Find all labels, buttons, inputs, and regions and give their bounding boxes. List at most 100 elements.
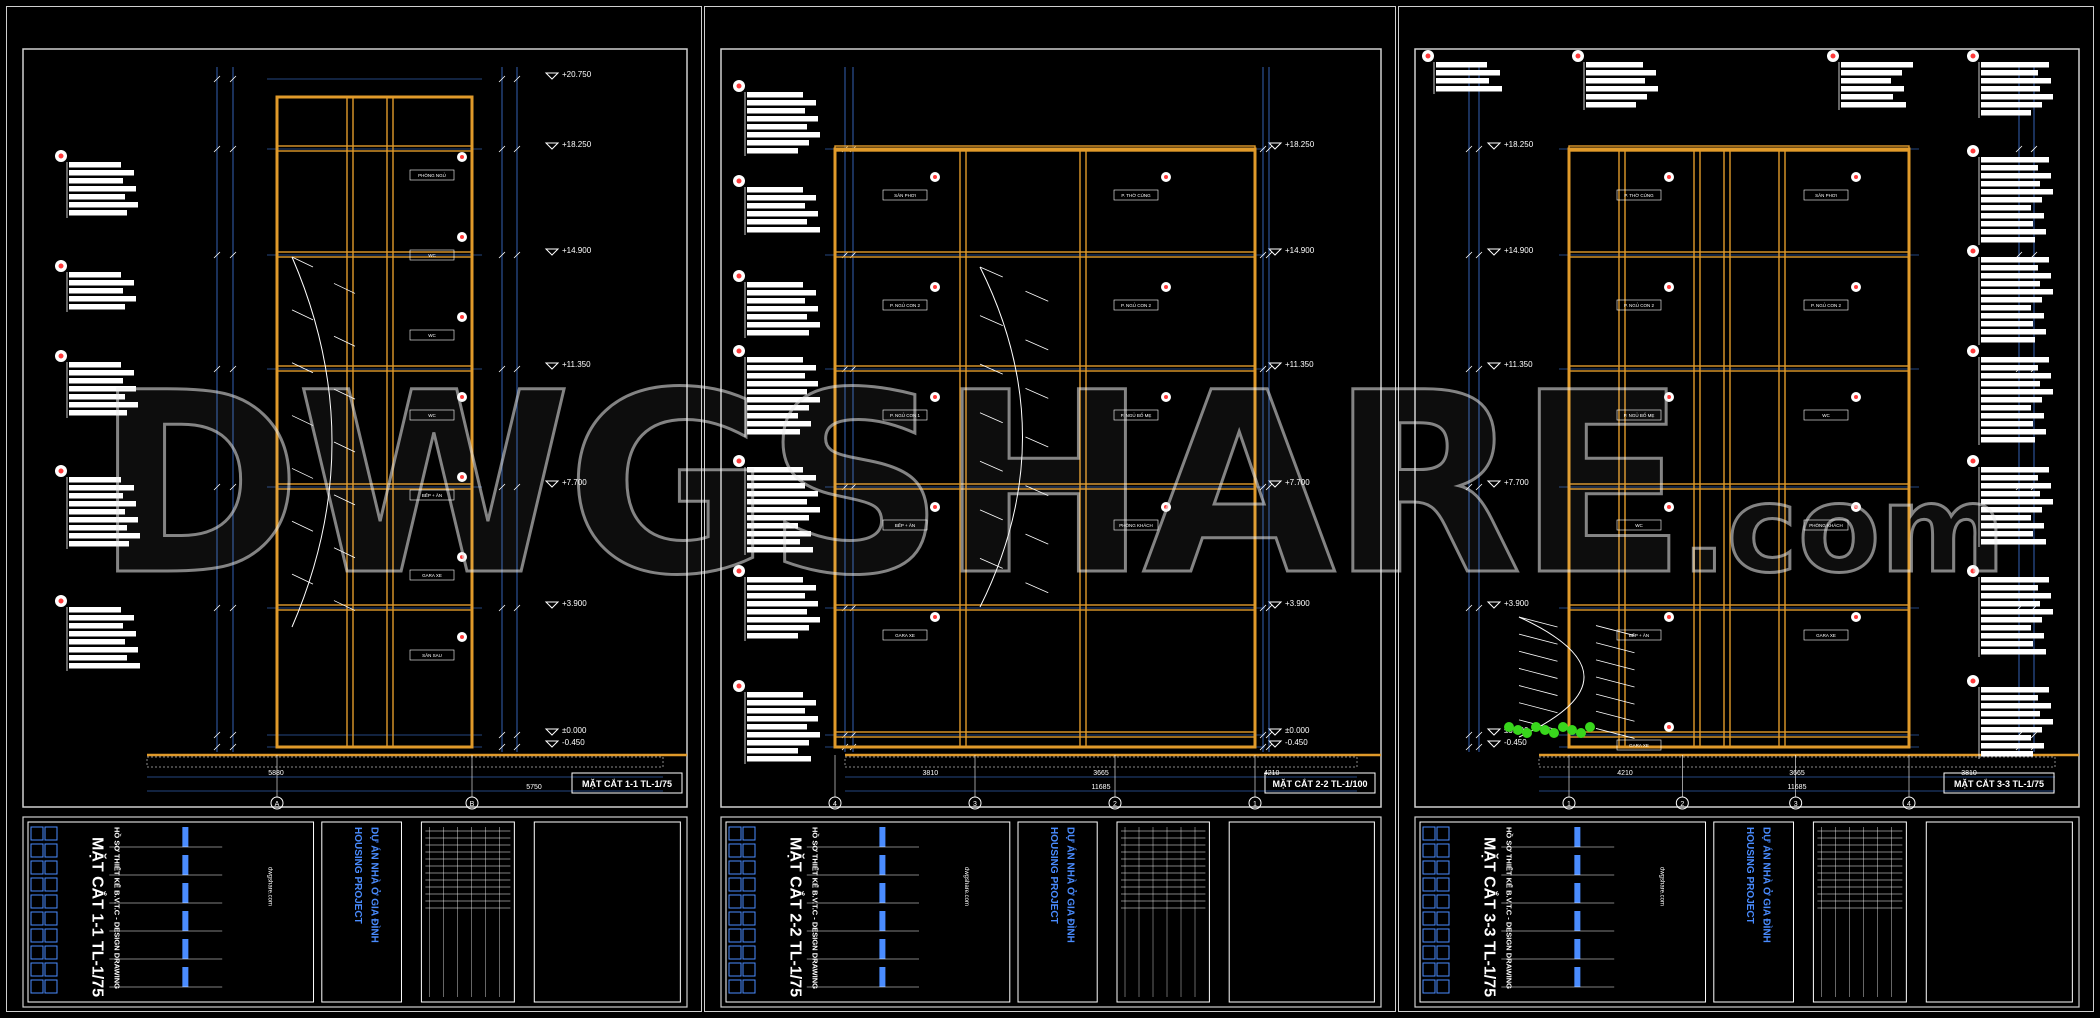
room-label: SÂN PHƠI	[894, 192, 916, 198]
note-marker-dot-icon	[1425, 53, 1431, 59]
room-tag-box	[1616, 409, 1662, 421]
note-line	[69, 386, 136, 392]
note-line	[69, 210, 127, 216]
note-line	[1981, 281, 2040, 287]
note-line	[1981, 507, 2042, 513]
note-line	[1981, 381, 2040, 387]
revision-cell	[44, 843, 58, 858]
revision-cell	[742, 877, 756, 892]
plant-leaf-icon	[1549, 728, 1559, 738]
floor-slab	[276, 145, 473, 152]
drawing-sheet-1[interactable]: +20.750+18.250+14.900+11.350+7.700+3.900…	[6, 6, 702, 1012]
note-line	[1981, 703, 2051, 709]
note-line	[1841, 62, 1913, 68]
detail-marker-dot-icon	[1164, 505, 1168, 509]
staircase	[291, 256, 356, 628]
revision-cell	[30, 877, 44, 892]
revision-cell	[1436, 945, 1450, 960]
note-line	[747, 116, 818, 122]
room-label: GARA XE	[422, 573, 442, 578]
note-line	[1981, 491, 2040, 497]
note-line	[1981, 70, 2038, 76]
title-block-project-vn: DỰ ÁN NHÀ Ở GIA ĐÌNH	[1761, 827, 1774, 943]
grid-bubble-icon	[1248, 796, 1262, 810]
detail-marker-dot-icon	[1164, 175, 1168, 179]
note-line	[1436, 70, 1500, 76]
floor-slab	[834, 731, 1256, 738]
revision-cell	[728, 860, 742, 875]
note-line	[1981, 727, 2042, 733]
level-marker-icon	[1486, 362, 1502, 370]
detail-marker-dot-icon	[1854, 285, 1858, 289]
floor-slab	[276, 604, 473, 611]
note-marker-dot-icon	[1970, 348, 1976, 354]
note-line	[747, 381, 818, 387]
note-line	[1981, 257, 2049, 263]
room-tag-box	[1803, 629, 1849, 641]
note-line	[747, 195, 816, 201]
note-line	[1981, 389, 2053, 395]
title-block-stamp-box	[1228, 821, 1375, 1003]
note-line	[1981, 181, 2040, 187]
room-label: GARA XE	[1629, 743, 1649, 748]
note-line	[747, 405, 809, 411]
note-line	[1981, 719, 2053, 725]
note-marker-dot-icon	[736, 683, 742, 689]
detail-marker-dot-icon	[933, 285, 937, 289]
note-line	[1981, 405, 2031, 411]
note-line	[747, 365, 816, 371]
drawing-sheet-3[interactable]: +18.250+14.900+11.350+7.700+3.900±0.000-…	[1398, 6, 2094, 1012]
revision-cell	[1422, 928, 1436, 943]
room-label: BẾP + ĂN	[895, 522, 915, 528]
note-line	[1436, 62, 1487, 68]
note-line	[1981, 695, 2038, 701]
detail-marker-dot-icon	[460, 635, 464, 639]
note-line	[1981, 297, 2042, 303]
note-line	[69, 296, 136, 302]
drawing-sheet-2[interactable]: +18.250+14.900+11.350+7.700+3.900±0.000-…	[704, 6, 1396, 1012]
note-line	[747, 322, 820, 328]
title-block-title: MẶT CẮT 3-3 TL-1/75	[1481, 837, 1500, 997]
revision-cell	[1436, 962, 1450, 977]
dimension-value: 3810	[923, 770, 939, 777]
note-line	[69, 525, 127, 531]
detail-marker-dot-icon	[933, 175, 937, 179]
room-label: PHÒNG NGỦ	[418, 172, 446, 178]
note-line	[69, 607, 121, 613]
info-tab	[879, 939, 886, 959]
note-marker-dot-icon	[1970, 568, 1976, 574]
note-line	[69, 639, 125, 645]
note-line	[1981, 110, 2031, 116]
revision-cell	[728, 877, 742, 892]
interior-column	[346, 96, 354, 748]
room-tag-box	[1803, 299, 1849, 311]
note-line	[747, 708, 805, 714]
note-marker-dot-icon	[1970, 248, 1976, 254]
note-line	[747, 397, 820, 403]
level-marker-icon	[1486, 728, 1502, 736]
note-line	[1981, 625, 2031, 631]
title-block-project-box	[321, 821, 402, 1003]
revision-cell	[728, 945, 742, 960]
note-line	[747, 617, 820, 623]
revision-cell	[1436, 860, 1450, 875]
note-line	[1981, 437, 2035, 443]
floor-slab	[834, 604, 1256, 611]
note-line	[1841, 94, 1893, 100]
plant-leaf-icon	[1504, 722, 1514, 732]
note-line	[747, 585, 816, 591]
revision-cell	[30, 826, 44, 841]
floor-slab	[834, 483, 1256, 490]
note-marker-dot-icon	[58, 153, 64, 159]
section-title-block: MẶT CẮT 2-2 TL-1/100	[1264, 772, 1376, 794]
note-line	[1981, 329, 2046, 335]
exterior-walls	[1567, 147, 1911, 749]
room-label: P. NGỦ CON 1	[890, 412, 920, 418]
note-line	[1981, 221, 2033, 227]
revision-cell	[742, 911, 756, 926]
note-line	[69, 304, 125, 310]
note-line	[1981, 743, 2044, 749]
grid-bubble-icon	[828, 796, 842, 810]
revision-cell	[1422, 979, 1436, 994]
